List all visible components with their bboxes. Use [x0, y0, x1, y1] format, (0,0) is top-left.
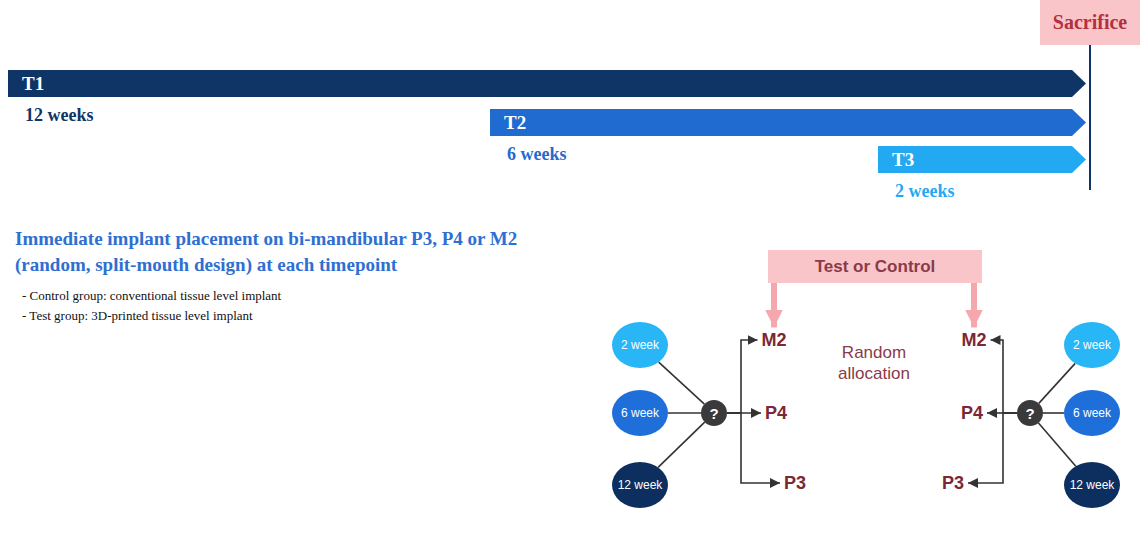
bar-label: T3 — [892, 149, 914, 171]
tooth-text: P3 — [942, 473, 964, 493]
timepoint-text: 12 week — [1070, 478, 1115, 492]
connector — [991, 340, 1018, 413]
bar-shape — [490, 109, 1086, 136]
timepoint-text: 12 week — [618, 478, 663, 492]
random-node: ? — [701, 400, 727, 426]
duration-label: 2 weeks — [895, 181, 955, 202]
connector — [668, 412, 701, 414]
timepoint-circle: 12 week — [1064, 462, 1120, 508]
bar-label: T2 — [504, 112, 526, 134]
tooth-label: P4 — [762, 402, 790, 425]
tooth-label: M2 — [958, 329, 989, 352]
timepoint-circle: 12 week — [612, 462, 668, 508]
timepoint-circle: 2 week — [612, 322, 668, 368]
sacrifice-box: Sacrifice — [1040, 0, 1140, 45]
tooth-text: M2 — [761, 330, 786, 350]
timepoint-text: 6 week — [621, 406, 659, 420]
question-mark: ? — [1025, 405, 1034, 422]
tooth-label: P4 — [958, 402, 986, 425]
allocation-arrow — [971, 283, 977, 328]
connector — [1043, 412, 1064, 414]
connector — [727, 413, 780, 483]
tooth-text: P4 — [765, 403, 787, 423]
arch-band — [774, 290, 974, 535]
group-box: Test or Control — [768, 250, 982, 283]
box-text: Sacrifice — [1053, 11, 1127, 34]
timeline-bar: T112 weeks — [8, 70, 1086, 97]
main-note: Immediate implant placement on bi-mandib… — [15, 226, 555, 277]
connector — [727, 340, 758, 413]
mandible-arch: Random allocation M2P4P3 M2P4P3 — [748, 290, 1000, 541]
tooth-label: M2 — [758, 329, 789, 352]
tooth-text: M2 — [961, 330, 986, 350]
group-note: - Control group: conventional tissue lev… — [22, 288, 542, 304]
tooth-text: P3 — [784, 473, 806, 493]
connector — [658, 422, 705, 467]
timepoint-circle: 6 week — [1064, 390, 1120, 436]
timeline-bar: T26 weeks — [490, 109, 1086, 136]
tooth-label: P3 — [939, 472, 967, 495]
random-node: ? — [1017, 400, 1043, 426]
duration-label: 6 weeks — [507, 144, 567, 165]
duration-label: 12 weeks — [25, 105, 94, 126]
tooth-label: P3 — [781, 472, 809, 495]
tooth-text: P4 — [961, 403, 983, 423]
connector — [968, 413, 1017, 483]
timepoint-text: 2 week — [621, 338, 659, 352]
group-note: - Test group: 3D-printed tissue level im… — [22, 308, 542, 324]
timeline-bar: T32 weeks — [878, 146, 1086, 173]
timepoint-circle: 6 week — [612, 390, 668, 436]
timepoint-circle: 2 week — [1064, 322, 1120, 368]
connector — [1039, 423, 1076, 466]
timepoint-text: 6 week — [1073, 406, 1111, 420]
bar-shape — [8, 70, 1086, 97]
bar-label: T1 — [22, 73, 44, 95]
sacrifice-line — [1089, 45, 1091, 190]
box-text: Test or Control — [815, 257, 936, 277]
allocation-arrow — [771, 283, 777, 328]
question-mark: ? — [709, 405, 718, 422]
connector — [659, 362, 705, 404]
arch-center-text: Random allocation — [819, 342, 929, 385]
timepoint-text: 2 week — [1073, 338, 1111, 352]
